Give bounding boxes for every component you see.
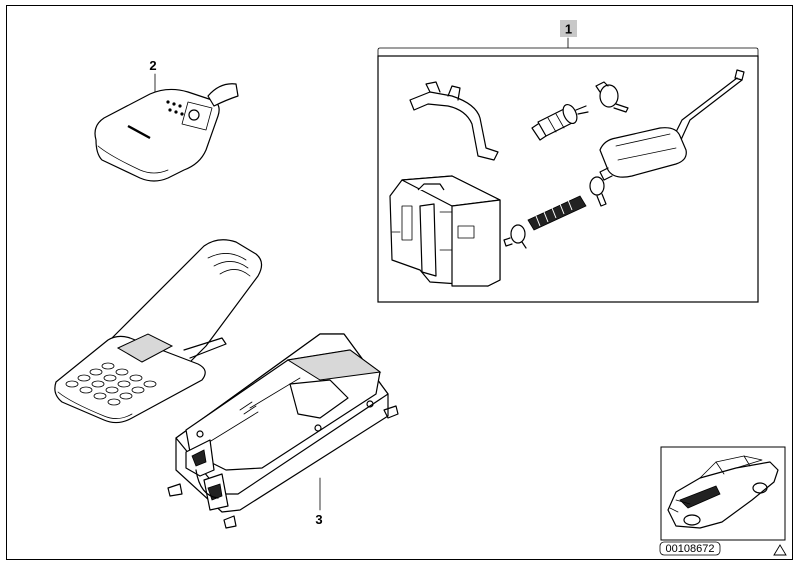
muffler-icon — [599, 127, 687, 181]
flex-pipe-icon — [527, 195, 587, 231]
clamp-small-icon — [589, 176, 607, 207]
svg-text:1: 1 — [565, 22, 572, 37]
callout-3: 3 — [315, 512, 322, 527]
car-thumbnail-icon — [667, 455, 779, 529]
callout-1: 1 — [560, 20, 577, 37]
hose-icon — [409, 81, 499, 161]
kit-box — [377, 55, 759, 303]
flip-mobile-phone-icon — [54, 239, 263, 424]
valve-icon — [531, 103, 589, 141]
svg-text:00108672: 00108672 — [666, 543, 715, 555]
clamp-lower-icon — [503, 224, 527, 249]
outer-frame — [6, 5, 793, 560]
telephone-transceiver-unit-icon — [167, 333, 399, 529]
heater-unit-icon — [389, 175, 501, 287]
remote-key-fob-icon — [94, 83, 239, 182]
kit-bracket — [377, 37, 759, 57]
callout-2: 2 — [149, 58, 156, 73]
diagram-code-label: 00108672 — [659, 541, 721, 556]
hose-clamp-icon — [595, 81, 629, 113]
triangle-mark-icon — [773, 544, 787, 556]
